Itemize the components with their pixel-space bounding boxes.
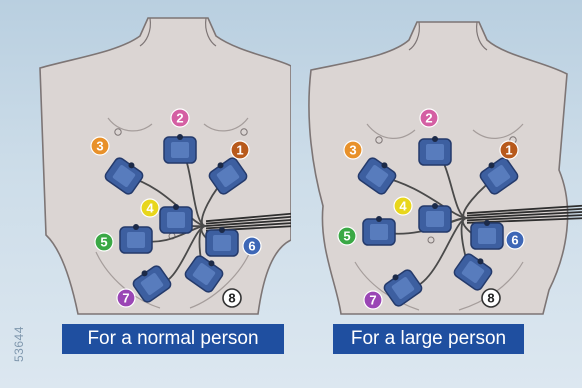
marker-5: 5 [338, 227, 356, 245]
marker-5: 5 [95, 233, 113, 251]
electrode-face-highlight [171, 142, 189, 158]
marker-8: 8 [482, 289, 500, 307]
caption-normal-person: For a normal person [62, 324, 284, 354]
electrode-pad-2 [419, 136, 451, 165]
electrode-face-highlight [478, 228, 496, 244]
figure-id-label: 53644 [12, 326, 26, 362]
marker-label-3: 3 [349, 143, 356, 158]
marker-label-6: 6 [248, 239, 255, 254]
marker-7: 7 [117, 289, 135, 307]
marker-label-5: 5 [343, 229, 350, 244]
marker-label-8: 8 [228, 291, 235, 306]
electrode-pad-5 [120, 224, 152, 253]
electrode-face-highlight [370, 224, 388, 240]
electrode-pad-6 [471, 220, 503, 249]
electrode-connector [432, 203, 438, 209]
marker-1: 1 [231, 141, 249, 159]
torso-body [309, 22, 568, 314]
torso-outline [309, 22, 568, 314]
marker-4: 4 [141, 199, 159, 217]
marker-6: 6 [506, 231, 524, 249]
marker-label-7: 7 [369, 293, 376, 308]
marker-label-8: 8 [487, 291, 494, 306]
electrode-face-highlight [426, 211, 444, 227]
marker-6: 6 [243, 237, 261, 255]
electrode-pad-2 [164, 134, 196, 163]
marker-1: 1 [500, 141, 518, 159]
torso-body [40, 18, 291, 314]
electrode-connector [219, 227, 225, 233]
electrode-face-highlight [127, 232, 145, 248]
marker-3: 3 [91, 137, 109, 155]
marker-label-6: 6 [511, 233, 518, 248]
marker-label-1: 1 [236, 143, 243, 158]
marker-3: 3 [344, 141, 362, 159]
electrode-connector [484, 220, 490, 226]
caption-large-person: For a large person [333, 324, 524, 354]
electrode-pad-6 [206, 227, 238, 256]
electrode-face-highlight [426, 144, 444, 160]
electrode-connector [376, 216, 382, 222]
marker-label-5: 5 [100, 235, 107, 250]
marker-label-7: 7 [122, 291, 129, 306]
torso-outline [40, 18, 291, 314]
marker-2: 2 [420, 109, 438, 127]
marker-label-4: 4 [146, 201, 154, 216]
electrode-face-highlight [213, 235, 231, 251]
marker-2: 2 [171, 109, 189, 127]
marker-label-4: 4 [399, 199, 407, 214]
marker-7: 7 [364, 291, 382, 309]
marker-label-2: 2 [425, 111, 432, 126]
electrode-pad-4 [160, 204, 192, 233]
marker-label-1: 1 [505, 143, 512, 158]
electrode-pad-5 [363, 216, 395, 245]
marker-label-2: 2 [176, 111, 183, 126]
marker-8: 8 [223, 289, 241, 307]
marker-4: 4 [394, 197, 412, 215]
marker-label-3: 3 [96, 139, 103, 154]
electrode-connector [177, 134, 183, 140]
electrode-face-highlight [167, 212, 185, 228]
electrode-connector [133, 224, 139, 230]
electrode-connector [173, 204, 179, 210]
electrode-connector [432, 136, 438, 142]
electrode-pad-4 [419, 203, 451, 232]
